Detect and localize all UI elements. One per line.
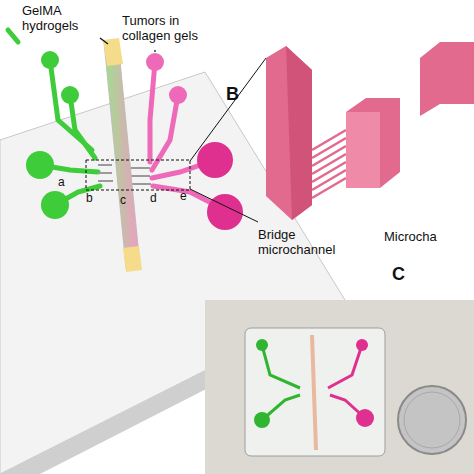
chip-photo-pink <box>328 345 365 418</box>
part-label: Tumors in collagen gels <box>122 14 214 44</box>
part-label: Microcha <box>384 230 437 245</box>
zone-letter: c <box>120 194 126 208</box>
zone-letter: d <box>150 192 157 206</box>
chip-photo-green <box>262 345 300 420</box>
pink-reservoirs <box>146 53 243 230</box>
part-label: GelMA hydrogels <box>22 4 102 34</box>
zone-letter: a <box>58 176 65 190</box>
green-reservoirs <box>26 51 79 219</box>
panel-letter: C <box>392 264 405 285</box>
coin <box>398 386 466 454</box>
chip-photo-bar <box>312 335 316 450</box>
channel-wall-side <box>286 46 312 220</box>
gelma-bar <box>104 40 140 268</box>
channel-block-front <box>346 112 380 188</box>
channel-block <box>420 42 474 116</box>
zoom-line <box>190 58 266 161</box>
channel-block <box>346 98 400 188</box>
zoom-box <box>86 160 190 190</box>
zone-letter: b <box>86 192 93 206</box>
channel-wall <box>266 46 312 220</box>
part-label: Bridge microchannel <box>258 228 348 258</box>
zone-letter: e <box>180 190 187 204</box>
chip-photo-device <box>245 328 385 456</box>
pink-channels <box>150 62 225 210</box>
green-channels <box>8 30 100 205</box>
chip-photo <box>205 300 474 474</box>
zoom-line <box>190 189 258 222</box>
panel-letter: B <box>226 84 239 105</box>
gelma-cap <box>123 246 142 272</box>
bridge-comb <box>312 130 346 198</box>
